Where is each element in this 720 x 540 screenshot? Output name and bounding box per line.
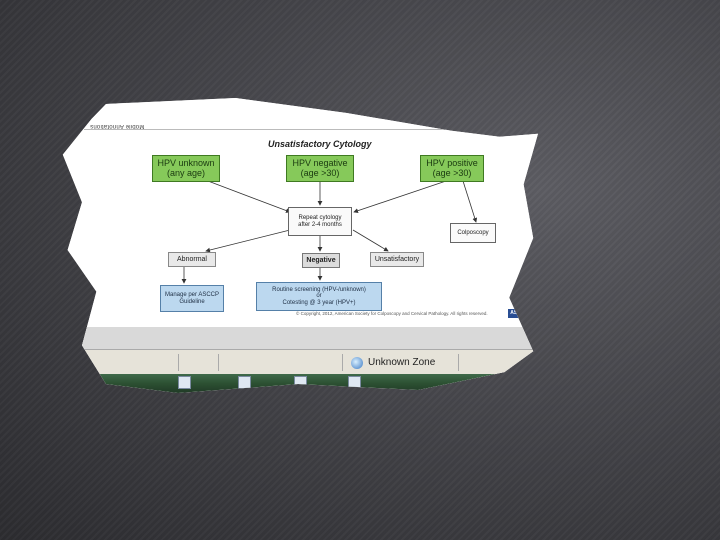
arrow-positive-to-colposcopy [462,180,478,223]
globe-icon [351,357,363,369]
taskbar-app-icon[interactable] [348,376,361,389]
header-divider [84,129,504,130]
hpv-unknown-box: HPV unknown (any age) [152,155,220,182]
window-gap [62,327,538,349]
status-divider [218,354,219,371]
status-divider [458,354,459,371]
status-divider [342,354,343,371]
abnormal-box: Abnormal [168,252,216,267]
browser-status-bar: Unknown Zone [62,349,538,375]
flowchart-title: Unsatisfactory Cytology [268,139,372,149]
taskbar [62,374,538,393]
taskbar-app-icon[interactable] [178,376,191,389]
arrow-repeat-to-abnormal [205,229,291,253]
manage-asccp-box: Manage per ASCCP Guideline [160,285,224,312]
flowchart-arrows [181,180,478,284]
security-zone-label: Unknown Zone [368,357,436,368]
negative-box: Negative [302,253,340,268]
copyright-text: © Copyright, 2012, American Society for … [296,311,488,316]
arrow-repeat-to-unsatisfactory [352,229,389,252]
repeat-cytology-box: Repeat cytology after 2-4 months [288,207,352,236]
hpv-positive-box: HPV positive (age >30) [420,155,484,182]
status-divider [178,354,179,371]
unsatisfactory-box: Unsatisfactory [370,252,424,267]
taskbar-app-icon[interactable] [238,376,251,389]
arrow-positive-to-repeat [353,180,447,213]
arrow-unknown-to-repeat [207,180,291,213]
asccp-logo: ASCCP [508,309,530,318]
taskbar-app-icon[interactable] [294,376,307,389]
screenshot-cutout: Mobile Annotations Unsatisfactory Cytolo… [62,97,538,393]
routine-screening-box: Routine screening (HPV-/unknown) or Cote… [256,282,382,311]
document-page: Mobile Annotations Unsatisfactory Cytolo… [62,97,538,393]
colposcopy-box: Colposcopy [450,223,496,243]
hpv-negative-box: HPV negative (age >30) [286,155,354,182]
